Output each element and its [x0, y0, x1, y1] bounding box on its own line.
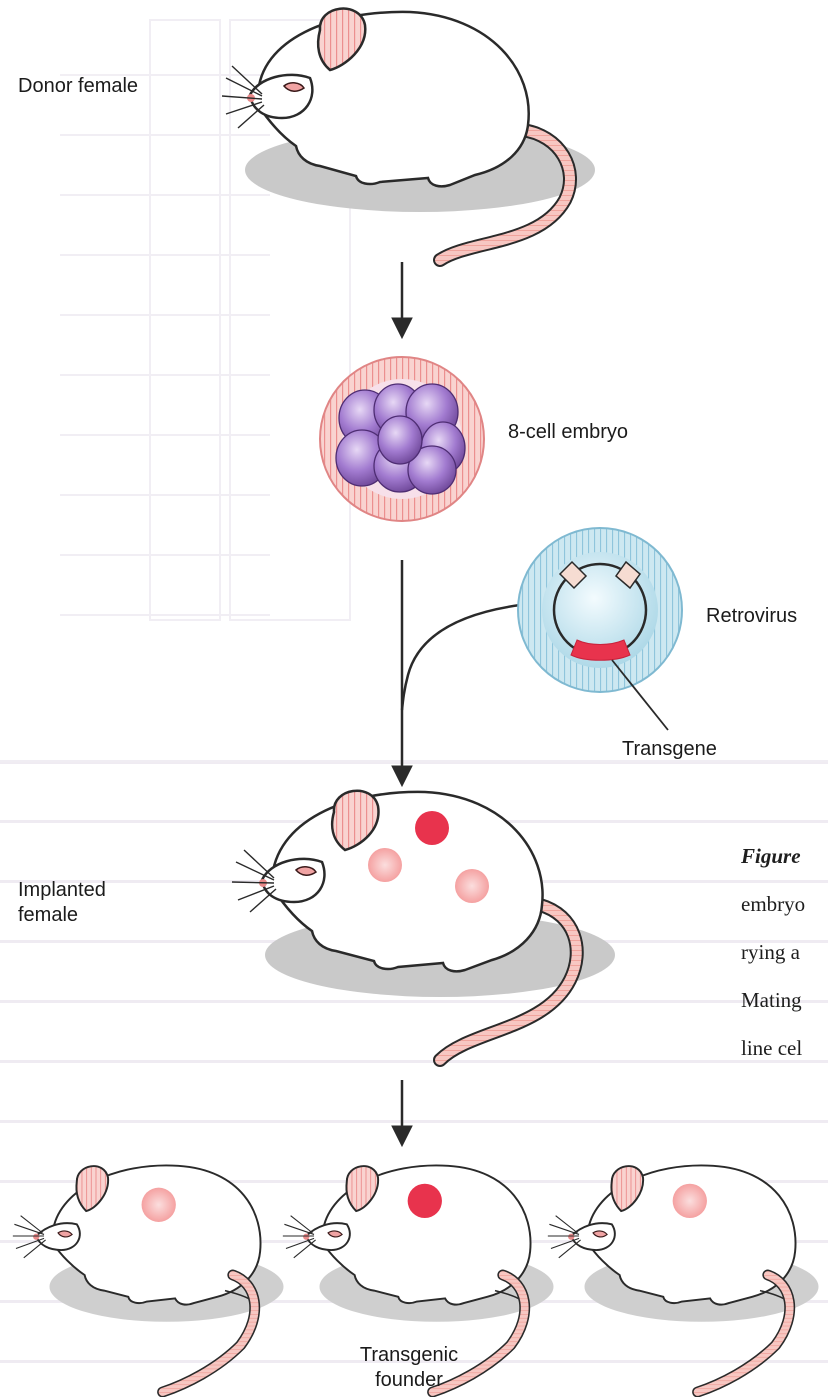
- offspring-mouse-left: [13, 1165, 284, 1392]
- implanted-mouse: [232, 791, 615, 1060]
- eight-cell-embryo: [320, 357, 484, 521]
- arrow-donor-to-embryo: [392, 262, 412, 338]
- figure-caption-line-1: embryo: [741, 892, 805, 916]
- figure-caption-title: Figure: [741, 844, 805, 868]
- implanted-female-label: Implanted female: [18, 878, 106, 928]
- donor-mouse: [222, 9, 595, 260]
- figure-caption-line-2: rying a: [741, 940, 805, 964]
- figure-caption-line-4: line cel: [741, 1036, 805, 1060]
- offspring-mouse-right: [548, 1165, 819, 1392]
- arrow-implant-to-founders: [392, 1080, 412, 1146]
- figure-caption: Figure embryo rying a Mating line cel: [741, 820, 805, 1084]
- retrovirus-label: Retrovirus: [706, 604, 797, 629]
- injection-line: [402, 605, 520, 710]
- donor-female-label: Donor female: [18, 74, 138, 99]
- transgenic-founder-label: Transgenic founder: [344, 1343, 474, 1393]
- retrovirus: [518, 528, 682, 692]
- eight-cell-embryo-label: 8-cell embryo: [508, 420, 628, 445]
- figure-caption-line-3: Mating: [741, 988, 805, 1012]
- transgene-label: Transgene: [622, 737, 717, 762]
